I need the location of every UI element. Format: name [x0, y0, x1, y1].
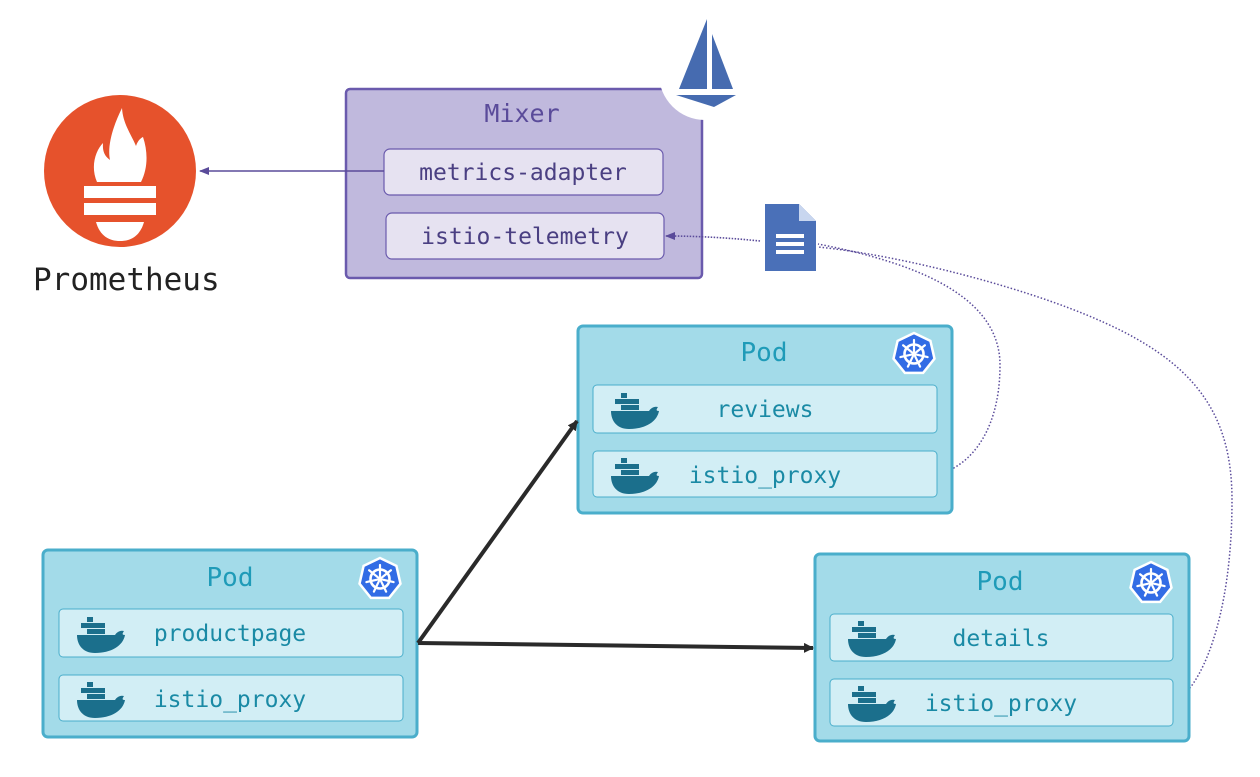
- container-istio-proxy: istio_proxy: [58, 674, 404, 722]
- container-label: productpage: [154, 621, 306, 647]
- container-productpage: productpage: [58, 608, 404, 658]
- kubernetes-icon: [892, 331, 936, 375]
- prometheus-logo: [44, 95, 196, 247]
- pod-title: Pod: [207, 563, 254, 593]
- pod-reviews: Pod reviews istio_proxy: [576, 324, 954, 515]
- container-details: details: [829, 613, 1174, 662]
- container-label: istio_proxy: [154, 687, 306, 713]
- container-label: details: [953, 626, 1050, 652]
- container-label: istio_proxy: [925, 691, 1077, 717]
- prometheus-label: Prometheus: [33, 262, 220, 298]
- metrics-adapter-box: metrics-adapter: [383, 148, 664, 196]
- document-icon: [765, 204, 816, 271]
- pod-details: Pod details istio_proxy: [813, 552, 1191, 743]
- container-istio-proxy: istio_proxy: [829, 678, 1174, 727]
- telemetry-line-details-proxy: [817, 246, 1233, 703]
- pod-title: Pod: [741, 338, 788, 368]
- container-reviews: reviews: [592, 384, 938, 434]
- container-istio-proxy: istio_proxy: [592, 450, 938, 498]
- istio-telemetry-label: istio-telemetry: [421, 224, 629, 250]
- arrow-productpage-to-reviews: [416, 419, 579, 645]
- pod-productpage: Pod productpage istio_proxy: [41, 548, 419, 739]
- kubernetes-icon: [358, 556, 402, 600]
- mixer-box: Mixer metrics-adapter istio-telemetry: [344, 87, 704, 280]
- arrow-productpage-to-details: [417, 641, 814, 653]
- arrow-doc-to-telemetry: [665, 232, 761, 242]
- istio-telemetry-box: istio-telemetry: [385, 212, 665, 260]
- mixer-title: Mixer: [484, 99, 559, 128]
- container-label: reviews: [717, 397, 814, 423]
- pod-title: Pod: [977, 567, 1024, 597]
- istio-logo: [659, 19, 751, 120]
- kubernetes-icon: [1129, 560, 1173, 604]
- metrics-adapter-label: metrics-adapter: [419, 160, 627, 186]
- container-label: istio_proxy: [689, 463, 841, 489]
